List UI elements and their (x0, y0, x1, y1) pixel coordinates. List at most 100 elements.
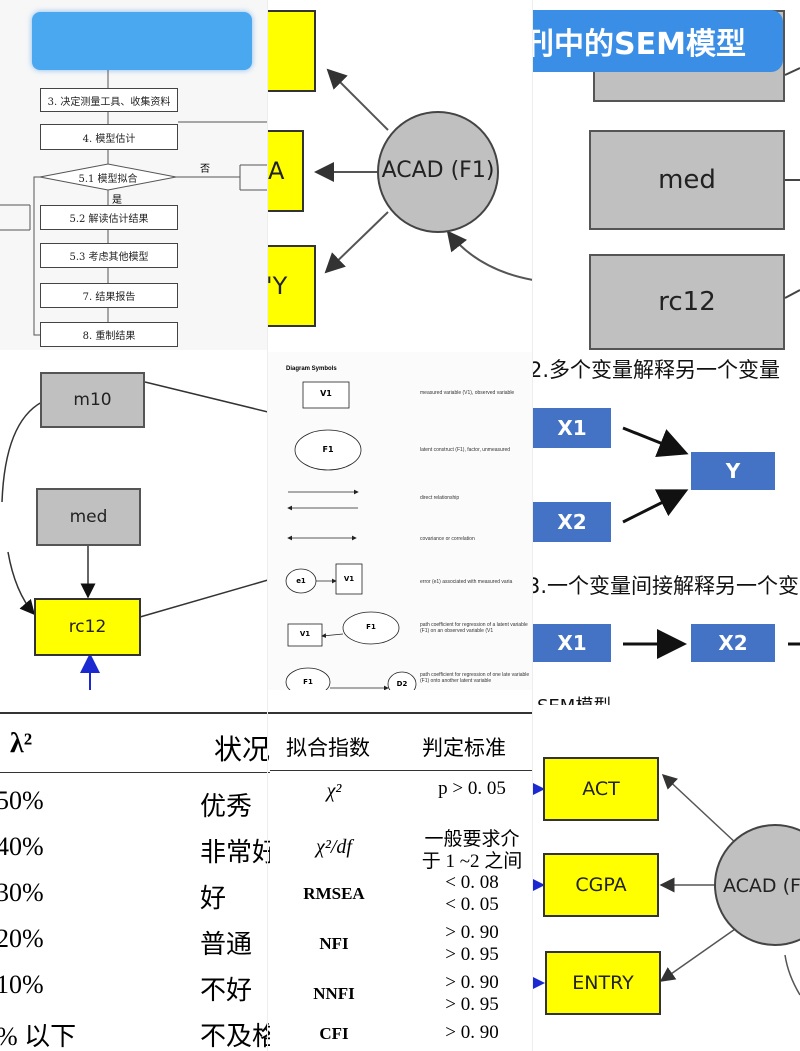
no-label: 否 (200, 164, 210, 175)
decision-diamond (39, 163, 177, 191)
symbol-desc-5: error (e1) associated with measured vari… (420, 579, 513, 585)
flow-step-5-2: 5.2 解读估计结果 (40, 205, 178, 230)
symbol-desc-3: direct relationship (420, 495, 460, 501)
kappa-status: 好 (200, 884, 227, 913)
symbol-v1-label: V1 (320, 389, 332, 398)
fit-index-name: CFI (319, 1024, 349, 1043)
partial-yellow-box-top (268, 10, 316, 92)
fit-criteria-line: > 0. 90 (445, 1022, 499, 1043)
fit-header-rule (270, 770, 533, 771)
fit-header-index: 拟合指数 (286, 736, 370, 760)
kappa-col1-header: λ² (10, 728, 33, 759)
acad-factor-circle-bottom (714, 824, 800, 946)
path-arrows (622, 426, 800, 659)
acad-bottom-arrows (533, 773, 800, 996)
yes-label: 是 (112, 195, 122, 206)
fit-criteria-line: < 0. 05 (445, 894, 499, 915)
flow-step-7: 7. 结果报告 (40, 283, 178, 308)
symbol-f1-label: F1 (322, 445, 334, 454)
kappa-status: 不好 (200, 976, 253, 1005)
mid-left-diagram: m10 med rc12 (0, 352, 268, 700)
kappa-col2-header: 状况 (214, 735, 270, 766)
mid-left-arrows (1, 381, 268, 690)
fit-index-name: NNFI (313, 984, 355, 1003)
right-top-connectors (784, 67, 800, 299)
path-diagrams-panel: 2.多个变量解释另一个变量 X1 Y X2 3.一个变量间接解释另一个变 X1 … (533, 352, 800, 705)
x1-box-indirect: X1 (533, 624, 611, 662)
symbol-desc-2: latent construct (F1), factor, unmeasure… (420, 447, 511, 453)
fit-header-criteria: 判定标准 (422, 736, 506, 760)
symbol-desc-1: measured variable (V1), observed variabl… (420, 390, 515, 396)
kappa-pct: 30% (0, 878, 44, 907)
gutter-v2 (532, 0, 533, 1051)
symbol-d2-label: D2 (396, 680, 408, 688)
diagram-symbols-panel: Diagram Symbols V1 F1 e1 V1 V1 F1 F1 D2 … (268, 352, 533, 690)
kappa-pct: 40% (0, 832, 44, 861)
gutter-v1 (267, 0, 268, 1051)
symbols-title: Diagram Symbols (286, 366, 337, 372)
symbol-e1-label: e1 (296, 577, 306, 585)
x2-box-indirect: X2 (691, 624, 775, 662)
flow-step-5-1: 5.1 模型拟合 (78, 174, 138, 185)
fit-criteria-line: < 0. 08 (445, 872, 499, 893)
act-box: ACT (543, 757, 659, 821)
cgpa-box: CGPA (543, 853, 659, 917)
right-top-diagram: m10 med rc12 期刊中的SEM模型 (533, 0, 800, 352)
flowchart-connectors (0, 70, 268, 336)
flow-step-4: 4. 模型估计 (40, 124, 178, 150)
fit-top-rule (270, 712, 533, 714)
symbol-f1d-label: F1 (303, 678, 313, 686)
fit-index-name: RMSEA (303, 884, 365, 903)
blurred-step-box (32, 12, 252, 70)
kappa-status: 非常好 (200, 838, 270, 867)
kappa-status: 优秀 (200, 792, 253, 821)
kappa-pct: 20% (0, 924, 44, 953)
kappa-pct: % 以下 (0, 1022, 77, 1051)
acad-factor-label-bottom: ACAD (F (723, 875, 800, 897)
acad-factor-circle (377, 111, 499, 233)
symbol-desc-6: path coefficient for regression of a lat… (420, 622, 528, 634)
fit-criteria-line: > 0. 90 (445, 972, 499, 993)
acad-diagram-bottom: ACT CGPA ENTRY ACAD (F (533, 705, 800, 1051)
x2-box: X2 (533, 502, 611, 542)
symbol-v1c-label: V1 (299, 630, 311, 638)
fit-criteria-line: > 0. 95 (445, 994, 499, 1015)
fit-criteria-line: 一般要求介 (424, 829, 520, 850)
entry-box: ENTRY (545, 951, 661, 1015)
acad-top-arrows (314, 68, 533, 281)
fit-criteria-line: > 0. 95 (445, 944, 499, 965)
fit-criteria-line: 于 1 ~2 之间 (421, 851, 523, 872)
symbol-desc-4: covariance or correlation (420, 536, 475, 542)
bottom-cut-heading: SEM模型 (537, 692, 611, 705)
y-box: Y (691, 452, 775, 490)
heading-indirect: 3.一个变量间接解释另一个变 (533, 574, 800, 598)
symbol-desc-7: path coefficient for regression of one l… (420, 672, 530, 684)
rc12-box-mid: rc12 (34, 598, 141, 656)
flowchart-panel: 3. 决定测量工具、收集资料 4. 模型估计 5.1 模型拟合 否 是 5.2 … (0, 0, 268, 350)
med-box-mid: med (36, 488, 141, 546)
kappa-top-rule (0, 712, 270, 714)
med-box: med (589, 130, 785, 230)
partial-yellow-box-a: A (268, 130, 304, 212)
symbol-v1b-label: V1 (343, 575, 355, 583)
flow-step-5-3: 5.3 考虑其他模型 (40, 243, 178, 268)
fit-criteria-line: p > 0. 05 (438, 778, 506, 799)
flow-step-8: 8. 重制结果 (40, 322, 178, 347)
rc12-box: rc12 (589, 254, 785, 350)
title-banner: 期刊中的SEM模型 (533, 10, 783, 72)
heading-multiple-vars: 2.多个变量解释另一个变量 (533, 358, 781, 382)
kappa-table-panel: λ² 状况 50% 优秀 40% 非常好 30% 好 20% 普通 10% 不好 % 以下 不及格 (0, 700, 270, 1051)
kappa-pct: 10% (0, 970, 44, 999)
fit-criteria-line: > 0. 90 (445, 922, 499, 943)
kappa-pct: 50% (0, 786, 44, 815)
kappa-status: 不及格 (200, 1022, 270, 1051)
partial-yellow-box-y: 'Y (268, 245, 316, 327)
fit-index-name: NFI (319, 934, 349, 953)
symbol-f1c-label: F1 (366, 623, 376, 631)
kappa-header-rule (0, 772, 270, 773)
flow-step-3: 3. 决定测量工具、收集资料 (40, 88, 178, 112)
m10-box: m10 (40, 372, 145, 428)
kappa-status: 普通 (200, 930, 253, 959)
fit-index-name: χ²/df (316, 836, 352, 858)
